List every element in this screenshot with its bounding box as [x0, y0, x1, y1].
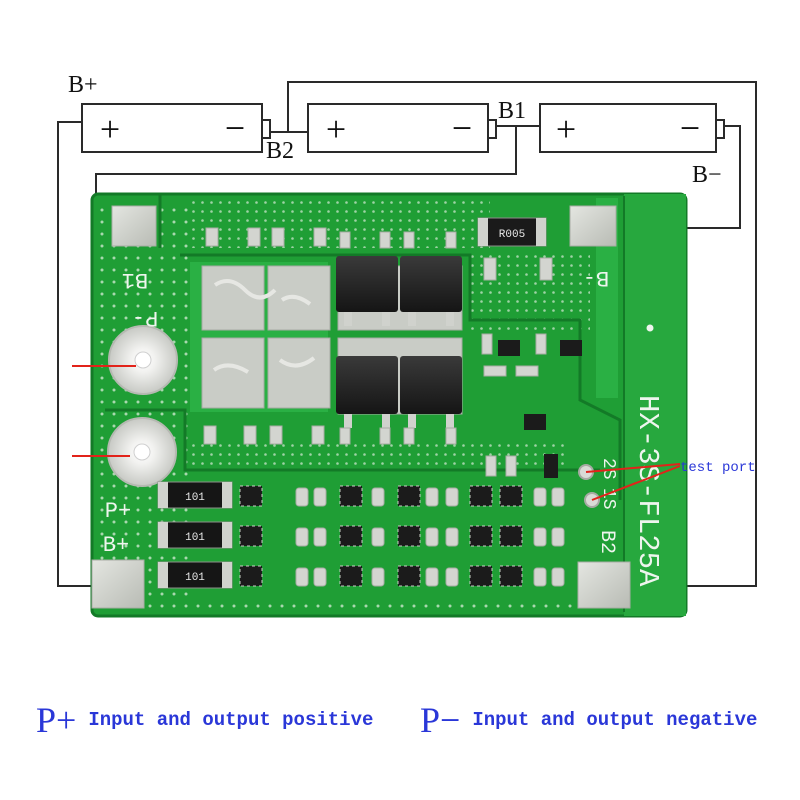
- ic-chip: [499, 485, 523, 507]
- silk-b1: B1: [122, 267, 148, 292]
- smd-passive: [551, 527, 565, 547]
- smd-passive: [425, 567, 439, 587]
- balance-resistor-code: 101: [185, 572, 205, 584]
- smd-passive: [533, 487, 547, 507]
- legend-p-plus-symbol: P+: [36, 700, 77, 740]
- test-port-label: test port: [680, 460, 756, 476]
- mosfet-2: [400, 256, 462, 326]
- smd-passive: [533, 527, 547, 547]
- ic-chip: [397, 565, 421, 587]
- silk-1s: 1S: [598, 488, 618, 510]
- cell-3-minus-sign: −: [680, 108, 700, 148]
- label-b-minus: B−: [692, 162, 722, 188]
- silk-p-plus: P+: [105, 499, 131, 524]
- smd-passive: [295, 527, 309, 547]
- cell-2-plus-sign: +: [326, 109, 346, 149]
- label-b2: B2: [266, 138, 294, 164]
- sot-transistors: [498, 340, 582, 478]
- ic-chip: [469, 525, 493, 547]
- smd-passive: [295, 567, 309, 587]
- silk-b2: B2: [595, 530, 618, 554]
- balance-resistor: 101: [157, 521, 233, 549]
- balance-rows: 101 101 101: [157, 481, 565, 589]
- balance-resistor: 101: [157, 561, 233, 589]
- smd-passive: [371, 487, 385, 507]
- pad-b-minus: [569, 205, 617, 247]
- pads: [91, 205, 631, 609]
- silk-2s: 2S: [598, 458, 618, 480]
- mosfet-4: [400, 356, 462, 428]
- smd-passive: [425, 527, 439, 547]
- board-model-text: HX-3S-FL25A: [631, 395, 664, 587]
- wire-b-plus: [57, 121, 108, 587]
- ic-chip: [339, 485, 363, 507]
- pad-b-plus: [91, 559, 145, 609]
- smd-passive: [533, 567, 547, 587]
- battery-cell-2: + −: [307, 103, 497, 153]
- legend-p-plus-text: Input and output positive: [88, 709, 374, 731]
- smd-passive: [295, 487, 309, 507]
- ic-chip: [239, 565, 263, 587]
- silk-b-plus: B+: [103, 533, 129, 558]
- battery-cells: + − + − + −: [81, 103, 725, 153]
- smd-passive: [445, 567, 459, 587]
- ic-chip: [499, 565, 523, 587]
- smd-passive: [313, 487, 327, 507]
- mosfet-3: [336, 356, 398, 428]
- legend-p-minus-text: Input and output negative: [472, 709, 758, 731]
- pad-b1: [111, 205, 157, 247]
- label-b-plus: B+: [68, 72, 98, 98]
- smd-passive: [551, 487, 565, 507]
- shunt-resistor: R005: [477, 217, 547, 247]
- shunt-code: R005: [499, 229, 525, 241]
- legend-p-minus-symbol: P−: [420, 700, 461, 740]
- cell-1-plus-sign: +: [100, 109, 120, 149]
- ic-chip: [339, 565, 363, 587]
- smd-passive: [371, 567, 385, 587]
- balance-resistor-code: 101: [185, 532, 205, 544]
- silk-p-minus: P-: [132, 305, 158, 330]
- ic-chip: [469, 485, 493, 507]
- smd-passive: [551, 567, 565, 587]
- ic-chip: [469, 565, 493, 587]
- test-port-line-1s: [591, 465, 681, 501]
- silk-b-minus: B-: [583, 265, 609, 290]
- wire-b2-top: [268, 81, 757, 587]
- pad-b2: [577, 561, 631, 609]
- ic-chip: [499, 525, 523, 547]
- annotations: [72, 365, 681, 501]
- wiring: [57, 81, 757, 587]
- battery-cell-3: + −: [539, 103, 725, 153]
- ic-chip: [239, 485, 263, 507]
- cell-2-minus-sign: −: [452, 108, 472, 148]
- side-passives: [481, 333, 547, 477]
- mosfet-1: [336, 256, 398, 326]
- smd-passive: [445, 487, 459, 507]
- balance-resistor: 101: [157, 481, 233, 509]
- label-b1: B1: [498, 98, 526, 124]
- battery-cell-1: + −: [81, 103, 271, 153]
- mosfets: [336, 256, 462, 428]
- ic-chip: [339, 525, 363, 547]
- legend-p-plus: P+ Input and output positive: [36, 692, 373, 748]
- smd-passive: [313, 527, 327, 547]
- cell-3-plus-sign: +: [556, 109, 576, 149]
- test-port-line-2s: [585, 463, 681, 473]
- legend-p-minus: P− Input and output negative: [420, 692, 757, 748]
- smd-passive: [313, 567, 327, 587]
- small-pads: [203, 227, 457, 445]
- smd-passive: [445, 527, 459, 547]
- ic-chip: [397, 485, 421, 507]
- smd-passive: [371, 527, 385, 547]
- balance-resistor-code: 101: [185, 492, 205, 504]
- silkscreen-labels: B1 P- P+ B+ B- B2 2S 1S: [103, 265, 618, 558]
- ic-chip: [397, 525, 421, 547]
- smd-passive: [425, 487, 439, 507]
- mounting-dot: [646, 324, 654, 332]
- cell-1-minus-sign: −: [225, 108, 245, 148]
- ic-chip: [239, 525, 263, 547]
